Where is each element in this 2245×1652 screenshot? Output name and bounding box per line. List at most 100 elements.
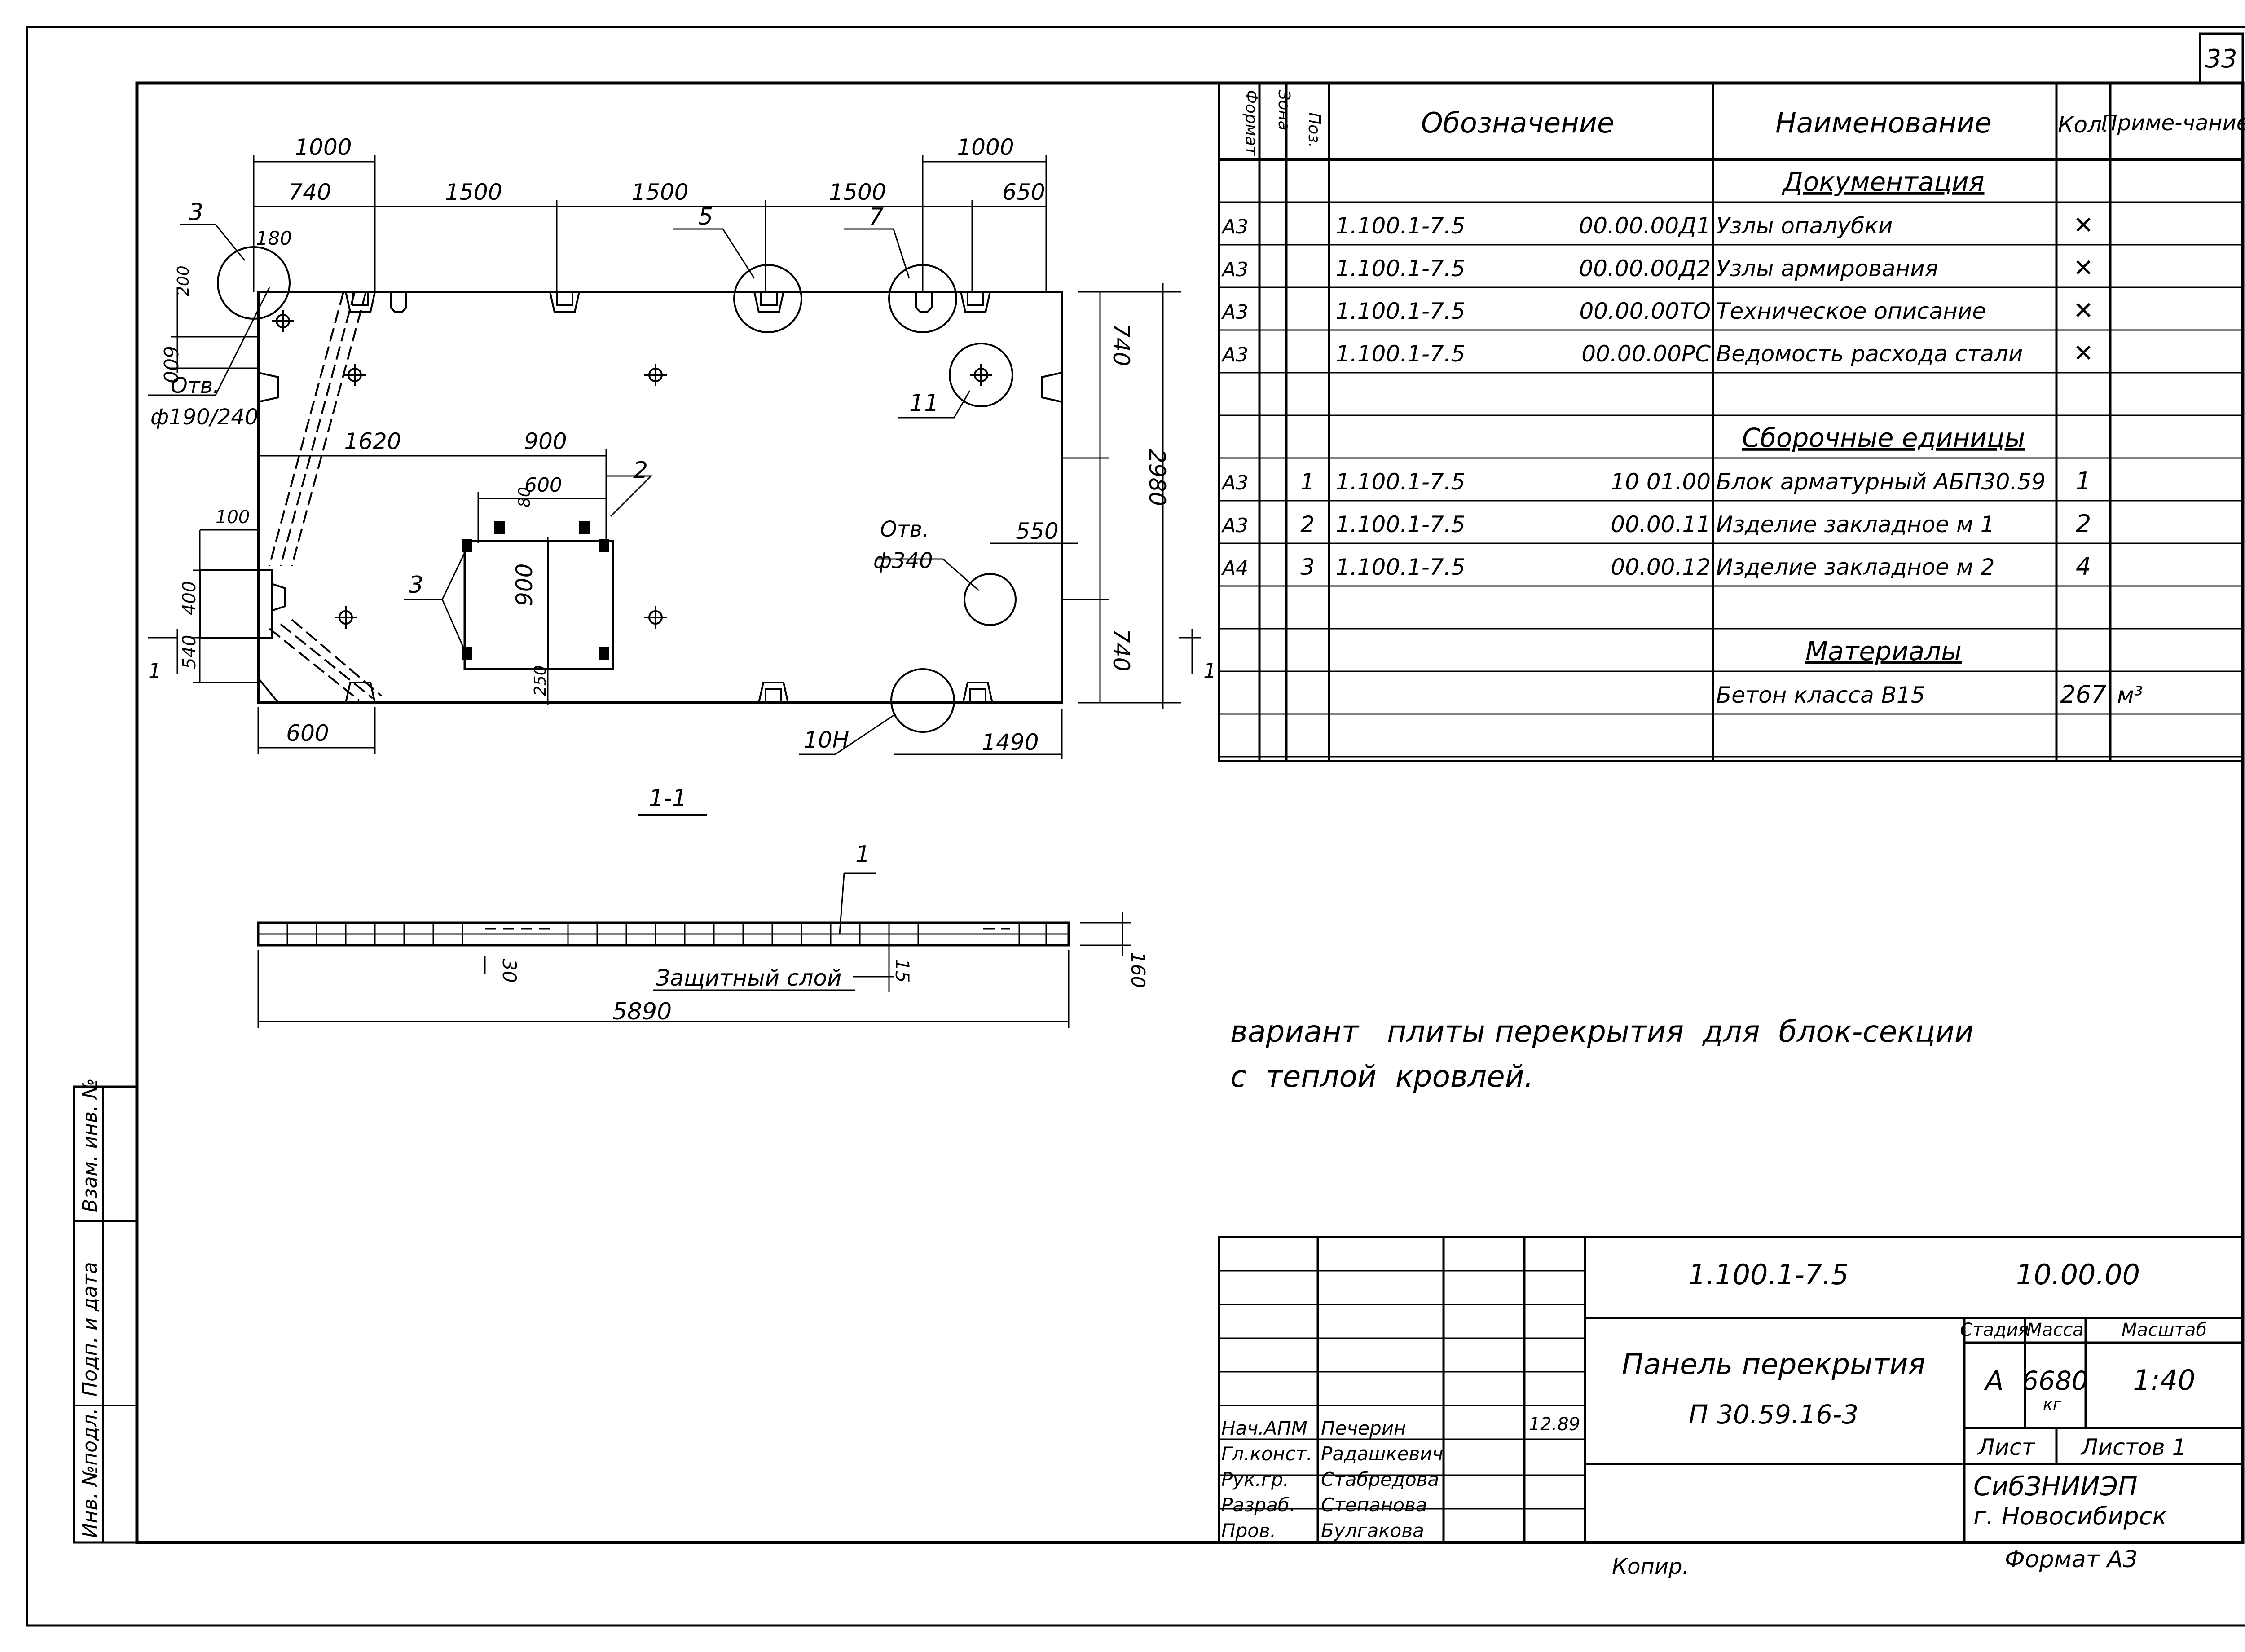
embed-corner xyxy=(462,539,472,552)
spec-format: А4 xyxy=(1221,557,1248,580)
dim-900-top: 900 xyxy=(524,428,567,454)
label-7: 7 xyxy=(869,203,884,230)
stamp-inv-number: Инв. №подл. xyxy=(79,1408,101,1538)
hole-large-label: Отв. xyxy=(880,517,929,542)
dim-15: 15 xyxy=(891,959,913,982)
spec-name: Ведомость расхода стали xyxy=(1716,341,2023,367)
note-line-1: вариант плиты перекрытия для блок-секции xyxy=(1230,1014,1974,1049)
spec-sub-code: 00.00.00ТО xyxy=(1579,298,1711,324)
plan-view: 1000 1000 740 1500 1500 1500 650 180 3 5… xyxy=(148,134,1216,759)
title-block: 1.100.1-7.5 10.00.00 Панель перекрытия П… xyxy=(1218,1236,2244,1544)
spec-code: 1.100.1-7.5 xyxy=(1336,341,1465,367)
spec-sub-code: 00.00.00РС xyxy=(1581,341,1711,367)
dim-80: 80 xyxy=(515,487,534,507)
organization: СибЗНИИЭП xyxy=(1973,1471,2138,1502)
header-designation: Обозначение xyxy=(1421,106,1614,139)
section-mark-right: 1 xyxy=(1203,659,1216,683)
mass-header: Масса xyxy=(2026,1320,2084,1340)
person-name: Степанова xyxy=(1321,1494,1427,1516)
format-label: Формат А3 xyxy=(2005,1546,2138,1573)
slab-outline xyxy=(257,291,1063,704)
spec-position: 1 xyxy=(1300,469,1315,495)
dim-180: 180 xyxy=(256,227,292,249)
spec-name: Изделие закладное м 2 xyxy=(1716,554,1994,580)
spec-sub-code: 00.00.00Д2 xyxy=(1579,256,1711,282)
person-role: Пров. xyxy=(1221,1520,1276,1542)
hole-small-label: Отв. xyxy=(171,373,220,398)
person-role: Разраб. xyxy=(1221,1494,1295,1516)
spec-position: 3 xyxy=(1300,554,1315,580)
dim-1500-2: 1500 xyxy=(631,179,688,205)
copied-label: Копир. xyxy=(1612,1554,1689,1579)
embedded-part-m2 xyxy=(463,540,614,670)
header-note: Приме-чание xyxy=(2101,110,2245,136)
dim-740-top: 740 xyxy=(288,179,331,205)
doc-code-2: 10.00.00 xyxy=(2016,1258,2140,1291)
spec-position: 2 xyxy=(1300,511,1315,537)
spec-code: 1.100.1-7.5 xyxy=(1336,298,1465,324)
stamp-replace-inv: Взам. инв. № xyxy=(79,1078,101,1212)
lifting-loops xyxy=(258,291,1062,703)
dim-2980: 2980 xyxy=(1144,449,1170,506)
hole-large xyxy=(964,573,1017,626)
spec-note: м³ xyxy=(2117,682,2143,708)
spec-qty: 267 xyxy=(2060,680,2106,709)
protective-layer-label: Защитный слой xyxy=(656,965,842,991)
section-callout: 1 xyxy=(855,841,870,868)
person-name: Радашкевич xyxy=(1321,1443,1443,1465)
label-3-plan: 3 xyxy=(409,572,423,599)
section-view: 1-1 1 30 15 160 Защитный слой 5890 xyxy=(257,785,1149,1028)
spec-sub-code: 00.00.12 xyxy=(1611,554,1711,580)
spec-format: А3 xyxy=(1221,344,1248,366)
label-5: 5 xyxy=(698,203,713,230)
spec-sub-code: 00.00.11 xyxy=(1611,511,1711,537)
spec-name: Узлы армирования xyxy=(1716,256,1938,282)
dim-100: 100 xyxy=(216,507,250,528)
dim-740-right-top: 740 xyxy=(1108,323,1134,366)
stage-header: Стадия xyxy=(1960,1320,2029,1340)
label-2: 2 xyxy=(633,457,648,484)
spec-qty: ✕ xyxy=(2073,339,2093,367)
dim-1620: 1620 xyxy=(344,428,401,454)
approval-date: 12.89 xyxy=(1529,1414,1580,1435)
spec-qty: 2 xyxy=(2076,510,2091,538)
inner-frame xyxy=(135,81,2245,1544)
mass-unit: кг xyxy=(2043,1396,2062,1414)
stage-value: А xyxy=(1983,1365,2003,1396)
hole-11 xyxy=(949,343,1013,407)
doc-code: 1.100.1-7.5 xyxy=(1688,1258,1849,1291)
dim-160: 160 xyxy=(1127,952,1149,988)
section-mark-left: 1 xyxy=(148,659,161,683)
spec-format: А3 xyxy=(1221,258,1248,281)
dim-650: 650 xyxy=(1002,179,1045,205)
spec-name: Изделие закладное м 1 xyxy=(1716,511,1994,537)
spec-code: 1.100.1-7.5 xyxy=(1336,256,1465,282)
mass-value: 6680 xyxy=(2022,1366,2088,1396)
specification-table: Формат Зона Поз. Обозначение Наименовани… xyxy=(1218,82,2245,762)
embed-corner xyxy=(599,647,609,660)
dim-1500-3: 1500 xyxy=(829,179,886,205)
dim-1000-left: 1000 xyxy=(295,134,352,160)
scale-value: 1:40 xyxy=(2133,1364,2195,1396)
left-pocket xyxy=(199,569,273,639)
spec-format: А3 xyxy=(1221,471,1248,494)
sheet-label: Лист xyxy=(1977,1434,2036,1460)
dim-600-left: 600 xyxy=(159,346,182,383)
label-11: 11 xyxy=(909,390,939,417)
spec-code: 1.100.1-7.5 xyxy=(1336,511,1465,537)
person-role: Рук.гр. xyxy=(1221,1468,1289,1490)
hole-small-size: ф190/240 xyxy=(150,405,258,430)
person-role: Нач.АПМ xyxy=(1221,1417,1307,1439)
person-name: Булгакова xyxy=(1321,1520,1424,1542)
spec-qty: ✕ xyxy=(2073,211,2093,239)
embed-m1 xyxy=(579,521,590,534)
sheets-count: Листов 1 xyxy=(2080,1434,2186,1460)
spec-sub-code: 10 01.00 xyxy=(1611,469,1711,495)
note-line-2: с теплой кровлей. xyxy=(1230,1059,1534,1094)
section-title: 1-1 xyxy=(649,785,687,812)
spec-name: Узлы опалубки xyxy=(1716,213,1893,239)
person-name: Стабредова xyxy=(1321,1468,1439,1490)
spec-qty: ✕ xyxy=(2073,254,2093,282)
spec-qty: 4 xyxy=(2076,552,2091,581)
spec-code: 1.100.1-7.5 xyxy=(1336,213,1465,239)
